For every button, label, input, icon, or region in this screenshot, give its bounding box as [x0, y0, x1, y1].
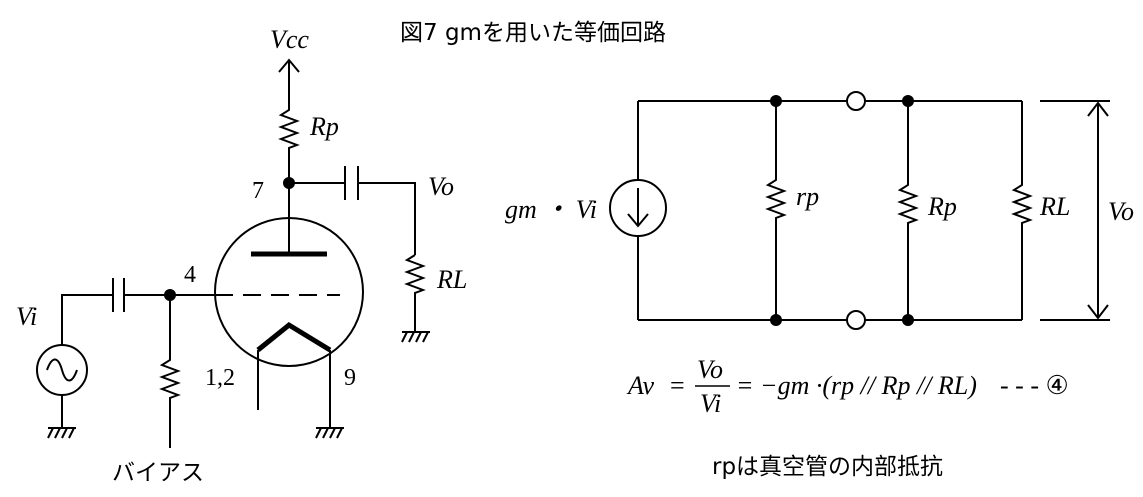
rp-resistor: [278, 88, 300, 180]
eq-denominator: Vi: [700, 389, 721, 418]
vcc-label: Vcc: [270, 25, 309, 54]
tube-heater: [256, 321, 332, 353]
gain-equation: Av = Vo Vi = −gm ·(rp // Rp // RL) - - -…: [626, 355, 1069, 418]
rp-load-resistor: [897, 101, 919, 320]
figure-title: 図7 gmを用いた等価回路: [400, 20, 666, 46]
rl-resistor: [404, 254, 426, 332]
pin-heater-label: 1,2: [205, 365, 235, 391]
left-circuit: Vcc Rp 7 Vo RL 1,2 9 4: [16, 25, 467, 486]
internal-resistance-note: rpは真空管の内部抵抗: [712, 454, 943, 480]
eq-equals: =: [670, 371, 685, 400]
eq-rhs: = −gm ·(rp // Rp // RL): [736, 371, 977, 400]
eq-lhs: Av: [626, 371, 654, 400]
rp-internal-label: rp: [796, 182, 819, 211]
ground-source-icon: [47, 427, 76, 439]
rl-load-resistor: [1011, 101, 1033, 320]
rp-internal-resistor: [765, 101, 787, 320]
sine-wave-icon: [46, 358, 78, 382]
pin-cathode-label: 9: [344, 365, 356, 391]
node-rp-load-top: [902, 95, 914, 107]
output-capacitor: [289, 166, 416, 255]
vcc-arrow-icon: [278, 58, 300, 88]
vo-extension-lines: [1040, 100, 1110, 321]
ground-rl-icon: [401, 331, 430, 343]
current-arrow-icon: [627, 188, 649, 228]
rl-load-label: RL: [1039, 192, 1070, 221]
right-circuit: gm ・ Vi rp Rp RL Vo: [505, 91, 1134, 330]
vo-measure-label: Vo: [1108, 197, 1134, 226]
terminal-top: [846, 91, 866, 111]
node-rp-top: [770, 95, 782, 107]
terminal-bottom: [846, 310, 866, 330]
pin-grid-label: 4: [184, 262, 196, 288]
rl-label: RL: [436, 265, 467, 294]
node-rp-load-bottom: [902, 314, 914, 326]
bias-label: バイアス: [112, 460, 204, 486]
bias-resistor: [159, 295, 181, 448]
ground-cathode-icon: [315, 427, 344, 439]
source-label: gm ・ Vi: [505, 195, 597, 224]
vo-output-label: Vo: [428, 172, 454, 201]
current-source-icon: [609, 179, 667, 237]
node-rp-bottom: [770, 314, 782, 326]
input-capacitor: [61, 278, 170, 320]
rp-load-label: Rp: [927, 192, 957, 221]
pin-plate-label: 7: [252, 178, 264, 204]
eq-numerator: Vo: [697, 355, 723, 384]
rp-label: Rp: [309, 112, 339, 141]
eq-tag: - - - ④: [1000, 371, 1069, 400]
vi-label: Vi: [16, 302, 37, 331]
vo-double-arrow-icon: [1087, 101, 1109, 320]
